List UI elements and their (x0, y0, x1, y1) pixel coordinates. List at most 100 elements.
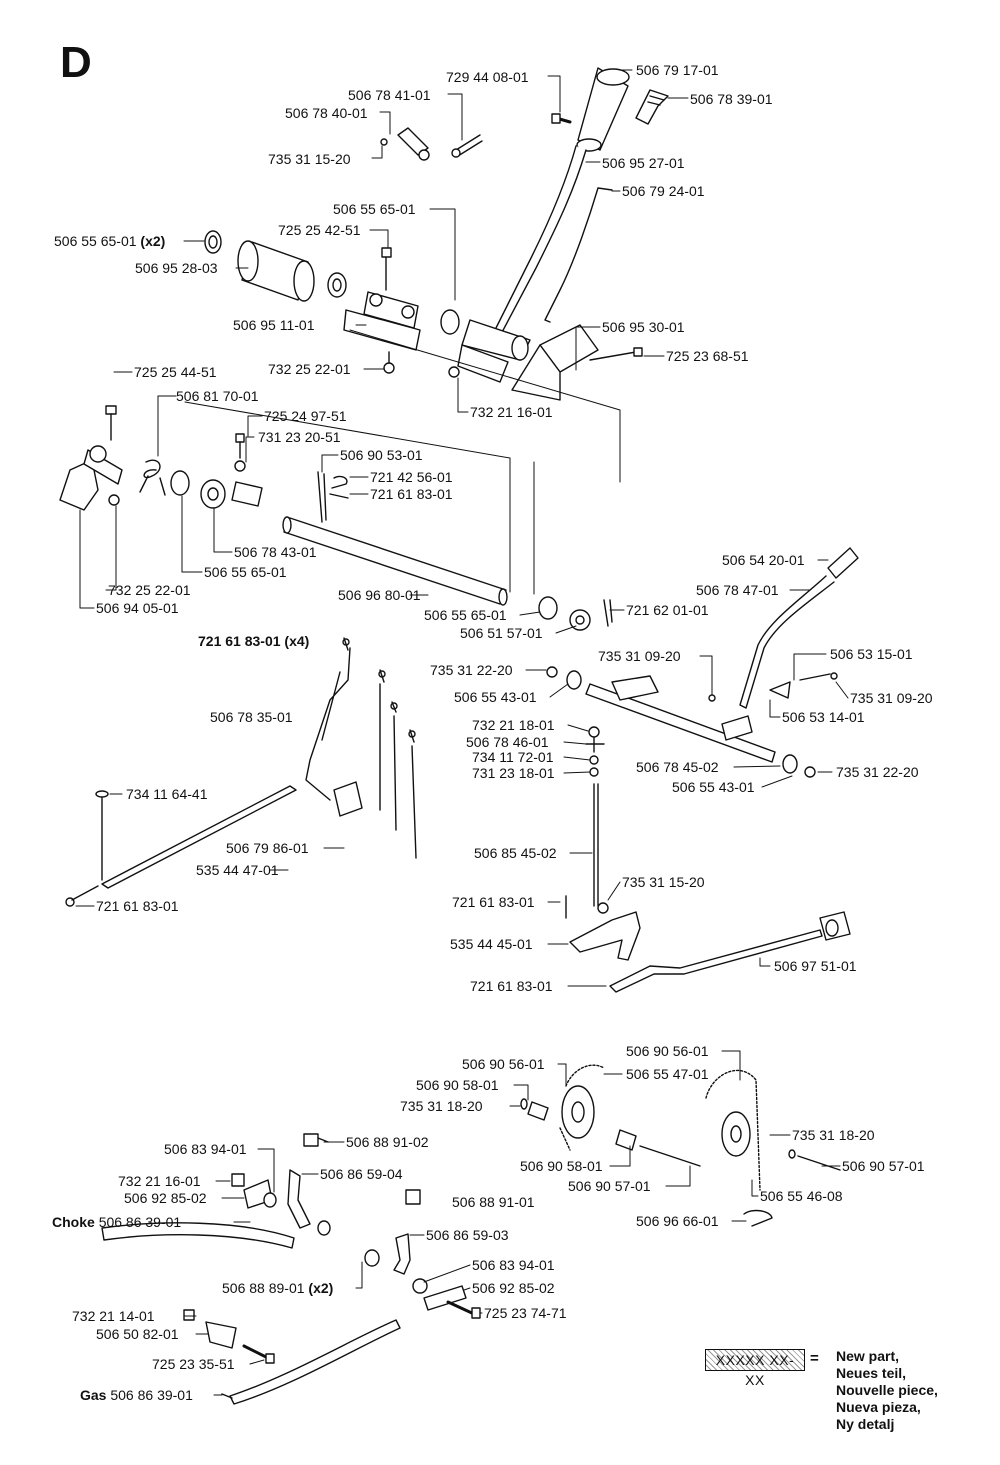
callout-part-number: 506 55 65-01 (204, 564, 287, 580)
callout-part-number: 506 83 94-01 (472, 1257, 555, 1273)
nut-735-31-22-left (546, 666, 558, 678)
callout-part-number: 506 55 46-08 (760, 1188, 843, 1204)
callout-part-number: 506 78 39-01 (690, 91, 773, 107)
callout-part-number: 725 24 97-51 (264, 408, 347, 424)
callout-part-number: 721 61 83-01 (96, 898, 179, 914)
callout-part-number: 725 23 35-51 (152, 1356, 235, 1372)
callout-part-number: 506 55 43-01 (454, 689, 537, 705)
callout-part-number: 734 11 64-41 (126, 786, 208, 802)
callout-part-number: 506 55 65-01 (333, 201, 416, 217)
callout-part-number: 506 78 47-01 (696, 582, 779, 598)
callout-part-number: 732 21 16-01 (470, 404, 553, 420)
callout-part-number: 729 44 08-01 (446, 69, 529, 85)
cotter-721-62-01 (603, 599, 613, 627)
rod-535-44-47 (65, 785, 297, 907)
callout-part-number: 506 90 53-01 (340, 447, 423, 463)
bolt-725-23-68 (589, 347, 643, 361)
bolt-725-25-44 (105, 405, 117, 441)
callout-part-number: 506 88 91-01 (452, 1194, 535, 1210)
callout-part-number: 721 61 83-01 (x4) (198, 633, 310, 649)
callout-part-number: 506 95 27-01 (602, 155, 685, 171)
callout-part-number: 732 21 18-01 (472, 717, 555, 733)
screw-725-23-74 (446, 1300, 481, 1319)
callout-part-number: 721 61 83-01 (370, 486, 453, 502)
bushing-right (440, 309, 460, 335)
gas-cable (221, 1319, 401, 1405)
screw-729 (551, 113, 572, 124)
callout-part-number: 506 95 28-03 (135, 260, 218, 276)
pedal-plate-506-95-30 (511, 324, 599, 401)
callout-part-number: 506 54 20-01 (722, 552, 805, 568)
bushing-506-55-43-right (782, 754, 798, 774)
callout-part-number: 725 23 68-51 (666, 348, 749, 364)
callout-part-number: 735 31 18-20 (792, 1127, 875, 1143)
cross-shaft-506-78-45 (585, 675, 776, 763)
rod-506-79-24 (544, 187, 613, 323)
callout-part-number: 506 51 57-01 (460, 625, 543, 641)
nut-735-31-22-right (804, 766, 816, 778)
link-506-78-35 (305, 647, 351, 801)
callout-part-number: 506 81 70-01 (176, 388, 259, 404)
lower-bracket (448, 319, 531, 383)
legend-line: Nouvelle piece, (836, 1382, 938, 1398)
callout-part-number: 731 23 18-01 (472, 765, 555, 781)
callout-part-number: 506 90 57-01 (842, 1158, 925, 1174)
callout-part-number: 506 96 80-01 (338, 587, 421, 603)
callout-part-number: 506 78 40-01 (285, 105, 368, 121)
bracket-506-79-86 (333, 683, 417, 859)
callout-part-number: 735 31 09-20 (850, 690, 933, 706)
rod-506-85-45 (593, 783, 599, 907)
chain-sprocket-right (705, 1069, 761, 1191)
callout-part-number: 732 21 14-01 (72, 1308, 155, 1324)
callout-part-number: 506 90 56-01 (626, 1043, 709, 1059)
legend-line: New part, (836, 1348, 900, 1364)
callout-part-number: 506 92 85-02 (472, 1280, 555, 1296)
callout-part-number: 735 31 22-20 (836, 764, 919, 780)
callout-part-number: 735 31 22-20 (430, 662, 513, 678)
callout-part-number: 506 78 43-01 (234, 544, 317, 560)
callout-part-number: 506 55 65-01 (x2) (54, 233, 166, 249)
callout-part-number: 506 79 86-01 (226, 840, 309, 856)
callout-part-number: 506 90 58-01 (416, 1077, 499, 1093)
handle-shaft (494, 145, 587, 337)
washer-734-11-64 (95, 790, 109, 881)
clip-721-42-56 (329, 475, 349, 499)
callout-part-number: 731 23 20-51 (258, 429, 341, 445)
pin-506-78-40 (451, 134, 483, 158)
clips-721-61-83-x4 (342, 637, 416, 743)
callout-part-number: 732 25 22-01 (108, 582, 191, 598)
callout-part-number: 506 78 46-01 (466, 734, 549, 750)
washer-506-51-57 (569, 609, 591, 631)
spring-506-81-70 (139, 459, 166, 496)
small-lever-506-78-41 (380, 127, 430, 161)
callout-part-number: 506 90 57-01 (568, 1178, 651, 1194)
lever-506-86-59-04 (287, 1169, 311, 1229)
nut-732-21-16-b (231, 1173, 245, 1187)
link-506-97-51 (609, 911, 851, 993)
callout-part-number: 734 11 72-01 (472, 749, 554, 765)
callout-part-number: 506 55 65-01 (424, 607, 507, 623)
swivel-506-88-91-01 (405, 1189, 421, 1205)
bushing-mid (327, 272, 347, 298)
spring-link-506-53 (708, 672, 838, 702)
callout-part-number: 732 21 16-01 (118, 1173, 201, 1189)
legend-equals: = (810, 1350, 819, 1367)
callout-part-number: 732 25 22-01 (268, 361, 351, 377)
spacer-506-83-94-b (412, 1278, 428, 1294)
callout-part-number: 725 23 74-71 (484, 1305, 567, 1321)
bushing-506-55-43-left (566, 670, 582, 690)
bushing-left (204, 230, 222, 254)
callout-part-number: 506 88 89-01 (x2) (222, 1280, 334, 1296)
spacer-506-90-58-left (527, 1101, 549, 1121)
plate-506-92-85-b (423, 1285, 467, 1311)
callout-part-number: 506 79 17-01 (636, 62, 719, 78)
callout-part-number: Gas 506 86 39-01 (80, 1387, 193, 1403)
main-shaft-506-96-80 (282, 516, 508, 606)
callout-part-number: 506 78 35-01 (210, 709, 293, 725)
washer-506-92-85 (263, 1192, 277, 1208)
callout-part-number: 725 25 42-51 (278, 222, 361, 238)
grip-handle (576, 67, 630, 152)
callout-part-number: 506 94 05-01 (96, 600, 179, 616)
